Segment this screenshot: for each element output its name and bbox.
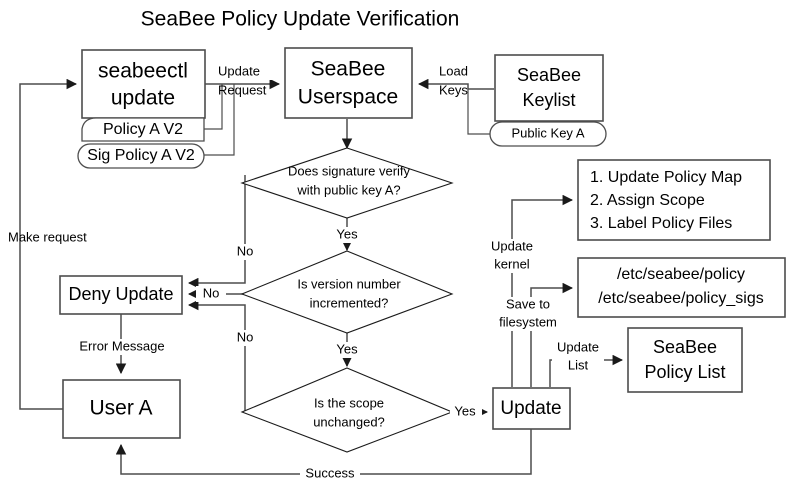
kernel-actions-line1: 1. Update Policy Map [590,169,742,186]
node-filesystem-paths[interactable]: /etc/seabee/policy /etc/seabee/policy_si… [577,257,786,318]
seabeectl-line2: update [111,87,175,110]
seabeectl-line1: seabeectl [98,60,188,83]
label-error-message: Error Message [79,338,164,353]
label-no-signature: No [237,243,254,258]
node-seabeectl-update[interactable]: seabeectl update [81,49,206,119]
label-yes-scope: Yes [454,403,476,418]
edge-make-request [19,78,78,410]
user-a-label: User A [89,397,152,420]
page-title: SeaBee Policy Update Verification [141,8,460,31]
decision-signature-line2: with public key A? [296,182,400,197]
policy-a-v2-label: Policy A V2 [103,121,183,138]
filesystem-paths-line1: /etc/seabee/policy [617,266,745,283]
policy-list-line2: Policy List [644,362,725,382]
label-save-filesystem-2: filesystem [499,314,557,329]
node-decision-scope-unchanged[interactable]: Is the scope unchanged? [240,367,454,453]
decision-version-line2: incremented? [310,295,389,310]
label-yes-version: Yes [336,341,358,356]
policy-list-line1: SeaBee [653,337,717,357]
node-decision-signature-verify[interactable]: Does signature verify with public key A? [240,147,454,219]
label-load-keys-2: Keys [439,82,468,97]
decision-version-line1: Is version number [297,276,401,291]
edge-policy-attach [204,84,223,130]
node-policy-a-v2[interactable]: Policy A V2 [81,117,205,142]
kernel-actions-line2: 2. Assign Scope [590,192,705,209]
edge-public-key-attach [467,89,490,135]
kernel-actions-line3: 3. Label Policy Files [590,215,732,232]
public-key-a-label: Public Key A [512,125,585,140]
node-sig-policy-a-v2[interactable]: Sig Policy A V2 [77,143,205,169]
edge-sig-policy-attach [204,84,235,156]
label-update-request-1: Update [218,63,260,78]
node-deny-update[interactable]: Deny Update [59,275,183,315]
label-load-keys-1: Load [439,63,468,78]
label-no-version: No [203,285,220,300]
node-kernel-actions[interactable]: 1. Update Policy Map 2. Assign Scope 3. … [577,159,771,241]
decision-signature-line1: Does signature verify [288,163,411,178]
userspace-line2: Userspace [298,86,398,109]
node-decision-version-incremented[interactable]: Is version number incremented? [240,250,454,334]
label-update-list-1: Update [557,339,599,354]
deny-update-label: Deny Update [68,284,173,304]
userspace-line1: SeaBee [311,58,386,81]
label-make-request: Make request [8,229,87,244]
keylist-line1: SeaBee [517,65,581,85]
edge-load-keys [417,78,494,90]
decision-scope-line2: unchanged? [313,414,385,429]
label-yes-signature: Yes [336,226,358,241]
node-seabee-keylist[interactable]: SeaBee Keylist [494,54,604,122]
label-update-list-2: List [568,357,589,372]
update-label: Update [500,398,561,419]
edge-scope-no [187,299,246,412]
label-success: Success [305,465,355,480]
label-update-kernel-1: Update [491,238,533,253]
node-seabee-userspace[interactable]: SeaBee Userspace [284,47,413,119]
node-seabee-policy-list[interactable]: SeaBee Policy List [627,327,743,393]
filesystem-paths-line2: /etc/seabee/policy_sigs [598,290,763,307]
label-no-scope: No [237,329,254,344]
edge-signature-no [187,175,246,289]
node-update[interactable]: Update [492,387,571,430]
keylist-line2: Keylist [522,90,575,110]
node-user-a[interactable]: User A [62,379,181,439]
label-update-request-2: Request [218,82,267,97]
decision-scope-line1: Is the scope [314,395,384,410]
label-update-kernel-2: kernel [494,256,530,271]
label-save-filesystem-1: Save to [506,296,550,311]
node-public-key-a[interactable]: Public Key A [489,121,607,147]
sig-policy-a-v2-label: Sig Policy A V2 [87,147,195,164]
edge-save-to-filesystem [530,282,574,387]
